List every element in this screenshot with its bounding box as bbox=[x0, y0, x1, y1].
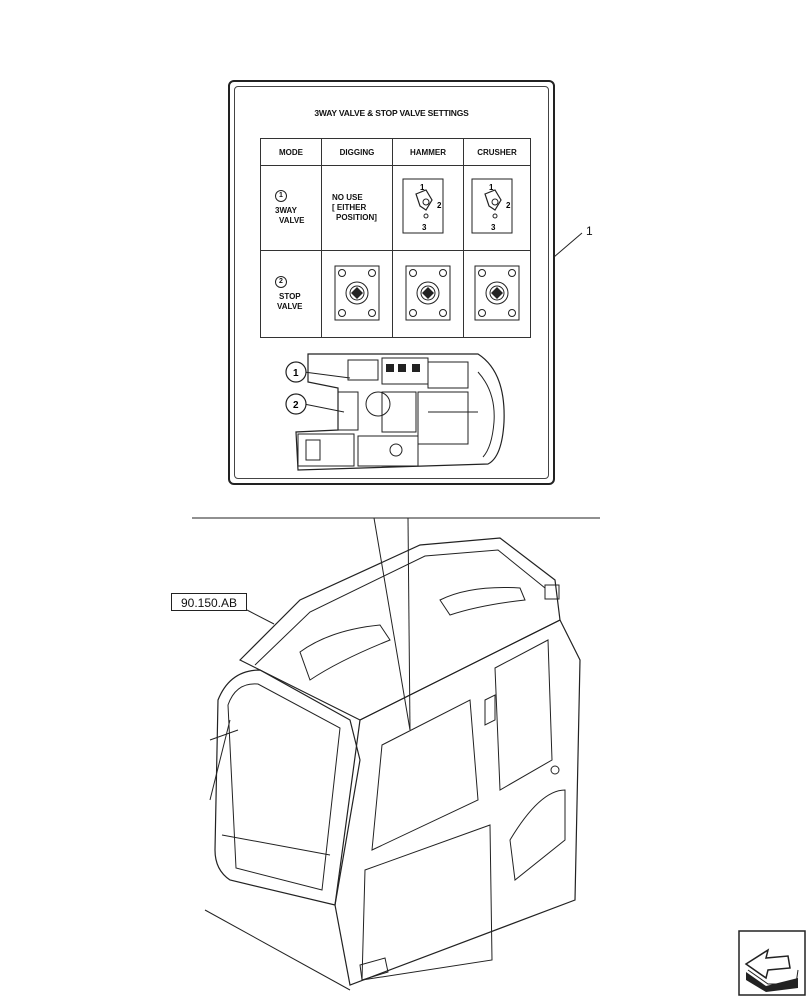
stop-valve-crusher-icon bbox=[474, 265, 520, 321]
decal-inner-border bbox=[234, 86, 549, 479]
valve-lever-hammer-icon: 1 2 3 bbox=[402, 178, 444, 234]
reference-label: 90.150.AB bbox=[171, 593, 247, 611]
table-row-stop-valve: 2 STOP VALVE bbox=[260, 250, 531, 338]
table-header-row: MODE DIGGING HAMMER CRUSHER bbox=[260, 138, 531, 166]
mode-number-circle: 1 bbox=[275, 190, 287, 202]
settings-table: MODE DIGGING HAMMER CRUSHER 1 3WAY VALVE… bbox=[260, 138, 531, 338]
crusher-pos-2: 2 bbox=[506, 201, 511, 210]
navigation-arrow-icon[interactable] bbox=[738, 930, 806, 996]
table-row-3way-valve: 1 3WAY VALVE NO USE [ EITHER POSITION] 1… bbox=[260, 165, 531, 251]
crusher-pos-3: 3 bbox=[491, 223, 496, 232]
crusher-pos-1: 1 bbox=[489, 183, 494, 192]
header-mode: MODE bbox=[260, 138, 322, 166]
decal-title: 3WAY VALVE & STOP VALVE SETTINGS bbox=[314, 108, 469, 118]
mode-label-line2: VALVE bbox=[279, 216, 305, 225]
mode-number-circle: 2 bbox=[275, 276, 287, 288]
digging-cell-stop bbox=[321, 250, 393, 338]
hammer-pos-1: 1 bbox=[420, 183, 425, 192]
stop-valve-hammer-icon bbox=[405, 265, 451, 321]
digging-text-line1: NO USE bbox=[332, 193, 363, 202]
digging-cell-3way: NO USE [ EITHER POSITION] bbox=[321, 165, 393, 251]
diagram-callout-1: 1 bbox=[293, 368, 299, 379]
valve-location-diagram: 1 2 bbox=[285, 353, 505, 471]
item-leader-line bbox=[553, 232, 583, 258]
mode-cell-stop: 2 STOP VALVE bbox=[260, 250, 322, 338]
mode-label-line1: 3WAY bbox=[275, 206, 297, 215]
header-digging: DIGGING bbox=[321, 138, 393, 166]
digging-text-line3: POSITION] bbox=[336, 213, 377, 222]
diagram-callout-2: 2 bbox=[293, 400, 299, 411]
valve-lever-crusher-icon: 1 2 3 bbox=[471, 178, 513, 234]
digging-text-line2: [ EITHER bbox=[332, 203, 367, 212]
mode-label-line2: VALVE bbox=[277, 302, 303, 311]
stop-valve-digging-icon bbox=[334, 265, 380, 321]
crusher-cell-stop bbox=[463, 250, 531, 338]
hammer-pos-3: 3 bbox=[422, 223, 427, 232]
item-callout-number: 1 bbox=[586, 224, 593, 238]
decal-panel: 3WAY VALVE & STOP VALVE SETTINGS MODE DI… bbox=[228, 80, 555, 485]
crusher-cell-3way: 1 2 3 bbox=[463, 165, 531, 251]
mode-cell-3way: 1 3WAY VALVE bbox=[260, 165, 322, 251]
hammer-cell-3way: 1 2 3 bbox=[392, 165, 464, 251]
hammer-pos-2: 2 bbox=[437, 201, 442, 210]
hammer-cell-stop bbox=[392, 250, 464, 338]
header-hammer: HAMMER bbox=[392, 138, 464, 166]
mode-label-line1: STOP bbox=[279, 292, 301, 301]
cab-illustration bbox=[192, 517, 600, 991]
header-crusher: CRUSHER bbox=[463, 138, 531, 166]
